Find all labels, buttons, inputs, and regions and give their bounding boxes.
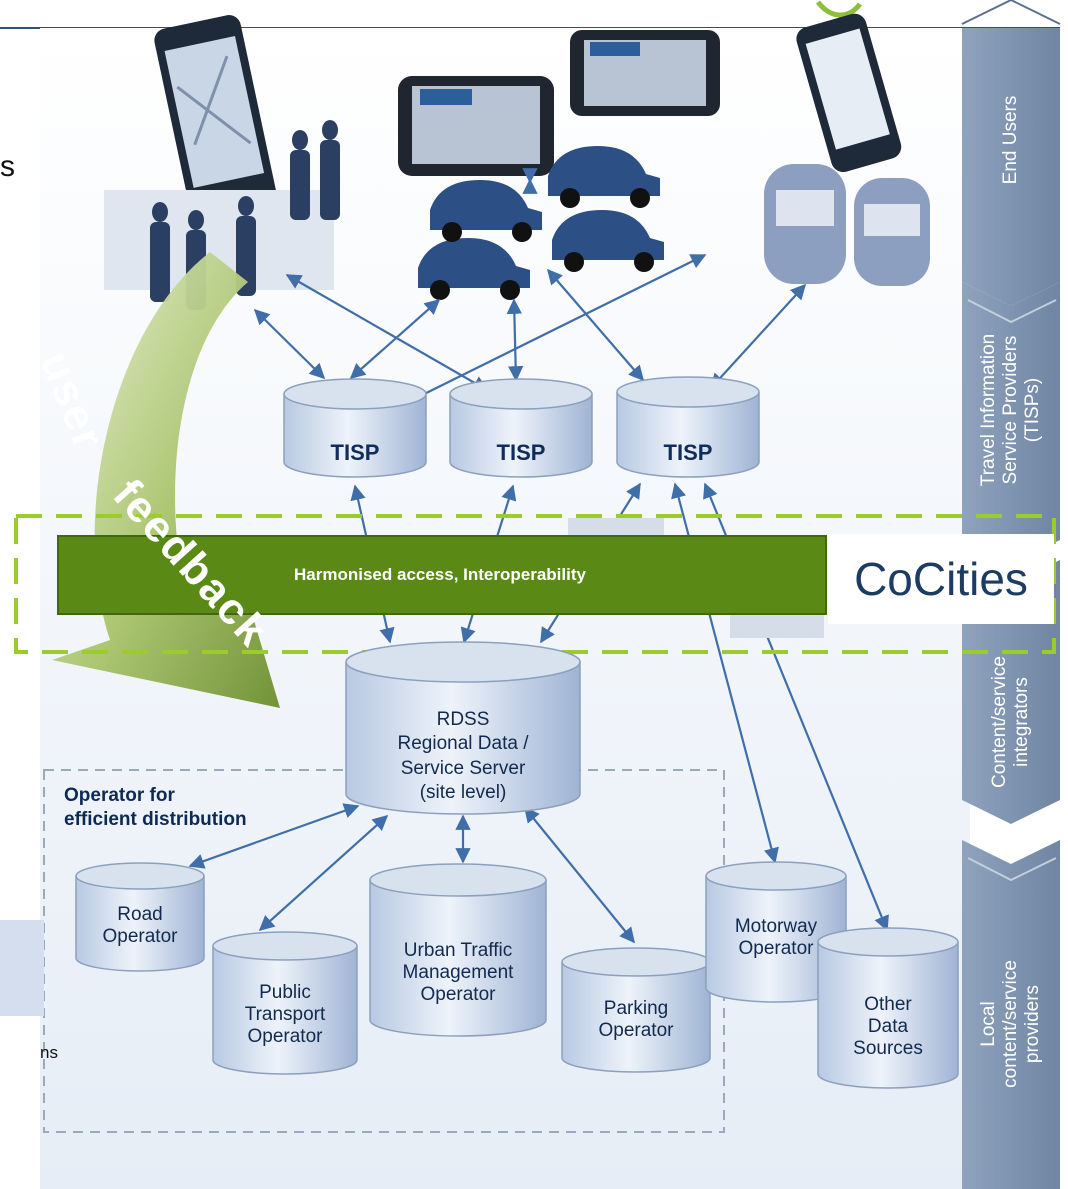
gps-device-icon: [570, 30, 720, 116]
tisp-label: TISP: [496, 440, 546, 465]
node-line: Operator: [738, 937, 814, 959]
tier-line: (TISPs): [1021, 377, 1043, 443]
tier-line: content/service: [1000, 960, 1022, 1088]
tier-line: Content/service: [989, 655, 1011, 789]
tisp-label: TISP: [330, 440, 380, 465]
logo-swirl-icon: [816, 0, 862, 18]
node-line: Other: [864, 994, 912, 1015]
tier-line: Travel Information: [978, 333, 1000, 487]
rdss-cylinder: [345, 641, 581, 815]
tier-line: integrators: [1011, 677, 1032, 767]
tier-label-integrators: Content/service integrators: [989, 656, 1033, 788]
harmonised-access-band: [57, 535, 827, 615]
rdss-line: (site level): [419, 781, 507, 803]
node-line: Operator: [102, 925, 178, 947]
tisp-cylinder: [283, 378, 427, 478]
operator-region-label: Operator for efficient distribution: [64, 784, 247, 832]
node-line: Road: [117, 904, 163, 925]
motorway-operator-label: Motorway Operator: [706, 916, 846, 960]
background-box: [730, 614, 824, 638]
tier-line: Local: [978, 1001, 1000, 1047]
edge-box: [0, 920, 44, 1016]
node-line: Parking: [603, 998, 669, 1019]
cocities-logo: CoCities: [828, 534, 1054, 624]
operator-cylinder: [369, 863, 547, 1037]
tier-line: providers: [1021, 984, 1043, 1064]
tier-line: End Users: [1000, 95, 1022, 185]
cocities-logo-text: CoCities: [854, 553, 1028, 605]
node-line: Urban Traffic: [403, 940, 513, 961]
node-line: Sources: [853, 1037, 923, 1059]
tier-line: Service Providers: [1000, 335, 1022, 485]
node-line: Operator: [247, 1025, 323, 1047]
road-operator-label: Road Operator: [76, 904, 204, 948]
tier-label-local-providers: Local content/service providers: [978, 960, 1044, 1088]
node-line: Data: [867, 1015, 909, 1037]
tisp-cylinder: [449, 378, 593, 478]
operator-cylinder: [212, 931, 358, 1075]
operator-cylinder: [75, 862, 205, 972]
rdss-line: RDSS: [436, 709, 490, 730]
tisp-cylinder: [616, 376, 760, 478]
node-line: Transport: [244, 1003, 326, 1025]
operator-region-line: efficient distribution: [64, 808, 247, 830]
node-line: Management: [402, 961, 514, 983]
operator-cylinder: [705, 861, 847, 1003]
other-data-sources-label: Other Data Sources: [818, 994, 958, 1060]
node-line: Operator: [420, 983, 496, 1005]
node-line: Motorway: [734, 916, 818, 937]
tier-label-tisp: Travel Information Service Providers (TI…: [978, 334, 1044, 486]
rdss-line: Regional Data /: [397, 733, 529, 755]
operator-region-line: Operator for: [64, 785, 175, 806]
smartphone-icon: [154, 15, 278, 225]
end-user-illustrations: [104, 13, 930, 310]
public-transport-operator-label: Public Transport Operator: [213, 982, 357, 1048]
tisp-label: TISP: [663, 440, 713, 465]
operator-cylinder: [561, 947, 711, 1073]
side-chevron-band: [961, 0, 1061, 1189]
train-icon: [764, 164, 930, 286]
urban-traffic-operator-label: Urban Traffic Management Operator: [370, 940, 546, 1006]
node-line: Operator: [598, 1019, 674, 1041]
parking-operator-label: Parking Operator: [562, 998, 710, 1042]
tier-label-end-users: End Users: [1000, 96, 1022, 185]
edge-text-fragment: s: [0, 150, 15, 183]
rdss-label: RDSS Regional Data / Service Server (sit…: [350, 708, 576, 805]
gps-device-icon: [398, 76, 554, 176]
node-line: Public: [259, 982, 311, 1003]
smartphone-icon: [796, 13, 902, 173]
operator-cylinder: [817, 927, 959, 1089]
edge-text-fragment: ns: [40, 1043, 58, 1062]
rdss-line: Service Server: [400, 757, 526, 779]
harmonised-access-label: Harmonised access, Interoperability: [294, 565, 586, 584]
